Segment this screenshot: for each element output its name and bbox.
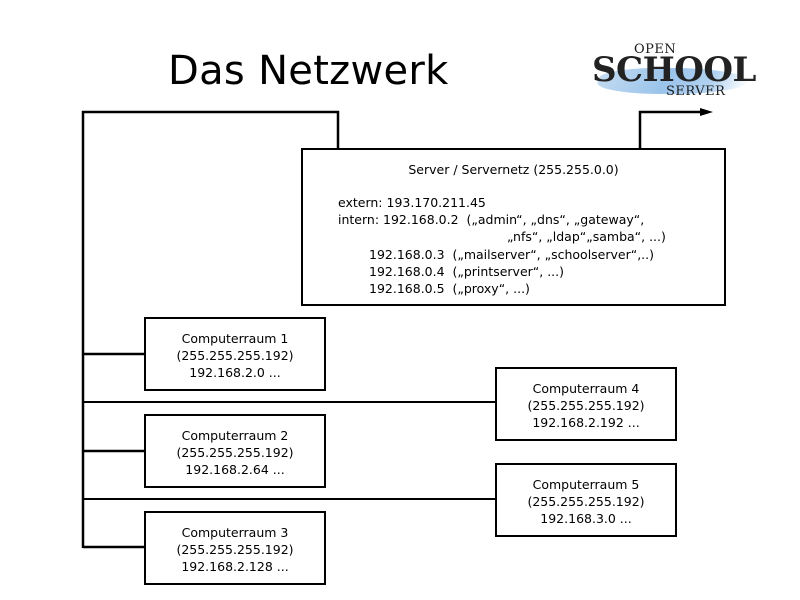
computerraum-4-box: Computerraum 4 (255.255.255.192) 192.168…: [495, 367, 677, 441]
server-intern-line: intern: 192.168.0.2 („admin“, „dns“, „ga…: [338, 212, 645, 227]
server-ip-line: 192.168.0.4 („printserver“, ...): [369, 264, 565, 279]
server-header: Server / Servernetz (255.255.0.0): [408, 162, 619, 177]
computerraum-1-box: Computerraum 1 (255.255.255.192) 192.168…: [144, 317, 326, 391]
backbone-to-server-line: [81, 110, 340, 548]
room-name: Computerraum 2: [181, 428, 289, 443]
room-name: Computerraum 5: [532, 477, 640, 492]
server-ip-line: 192.168.0.5 („proxy“, ...): [369, 281, 530, 296]
room-name: Computerraum 3: [181, 525, 289, 540]
room-network: 192.168.2.128 ...: [181, 559, 289, 574]
room-netmask: (255.255.255.192): [527, 494, 645, 509]
room-name: Computerraum 1: [181, 331, 289, 346]
arrow-right-icon: [700, 108, 713, 116]
room-netmask: (255.255.255.192): [527, 398, 645, 413]
room-network: 192.168.2.64 ...: [185, 462, 285, 477]
room-name: Computerraum 4: [532, 381, 640, 396]
room-netmask: (255.255.255.192): [176, 445, 294, 460]
server-extern-line: extern: 193.170.211.45: [338, 195, 486, 210]
open-school-server-logo: OPEN SCHOOL SERVER: [590, 40, 760, 105]
internet-uplink-line: [638, 110, 704, 148]
server-box: Server / Servernetz (255.255.0.0) extern…: [301, 148, 726, 306]
room-netmask: (255.255.255.192): [176, 348, 294, 363]
logo-server-text: SERVER: [666, 84, 726, 99]
computerraum-3-box: Computerraum 3 (255.255.255.192) 192.168…: [144, 511, 326, 585]
server-ip-line: 192.168.0.3 („mailserver“, „schoolserver…: [369, 247, 655, 262]
logo-school-text: SCHOOL: [592, 50, 756, 90]
server-intern-continued-line: „nfs“, „ldap“„samba“, ...): [507, 229, 666, 244]
room-network: 192.168.3.0 ...: [540, 511, 632, 526]
room-netmask: (255.255.255.192): [176, 542, 294, 557]
computerraum-2-box: Computerraum 2 (255.255.255.192) 192.168…: [144, 414, 326, 488]
room-network: 192.168.2.0 ...: [189, 365, 281, 380]
room-network: 192.168.2.192 ...: [532, 415, 640, 430]
page-title: Das Netzwerk: [168, 48, 449, 94]
logo-open-text: OPEN: [634, 42, 677, 57]
computerraum-5-box: Computerraum 5 (255.255.255.192) 192.168…: [495, 463, 677, 537]
